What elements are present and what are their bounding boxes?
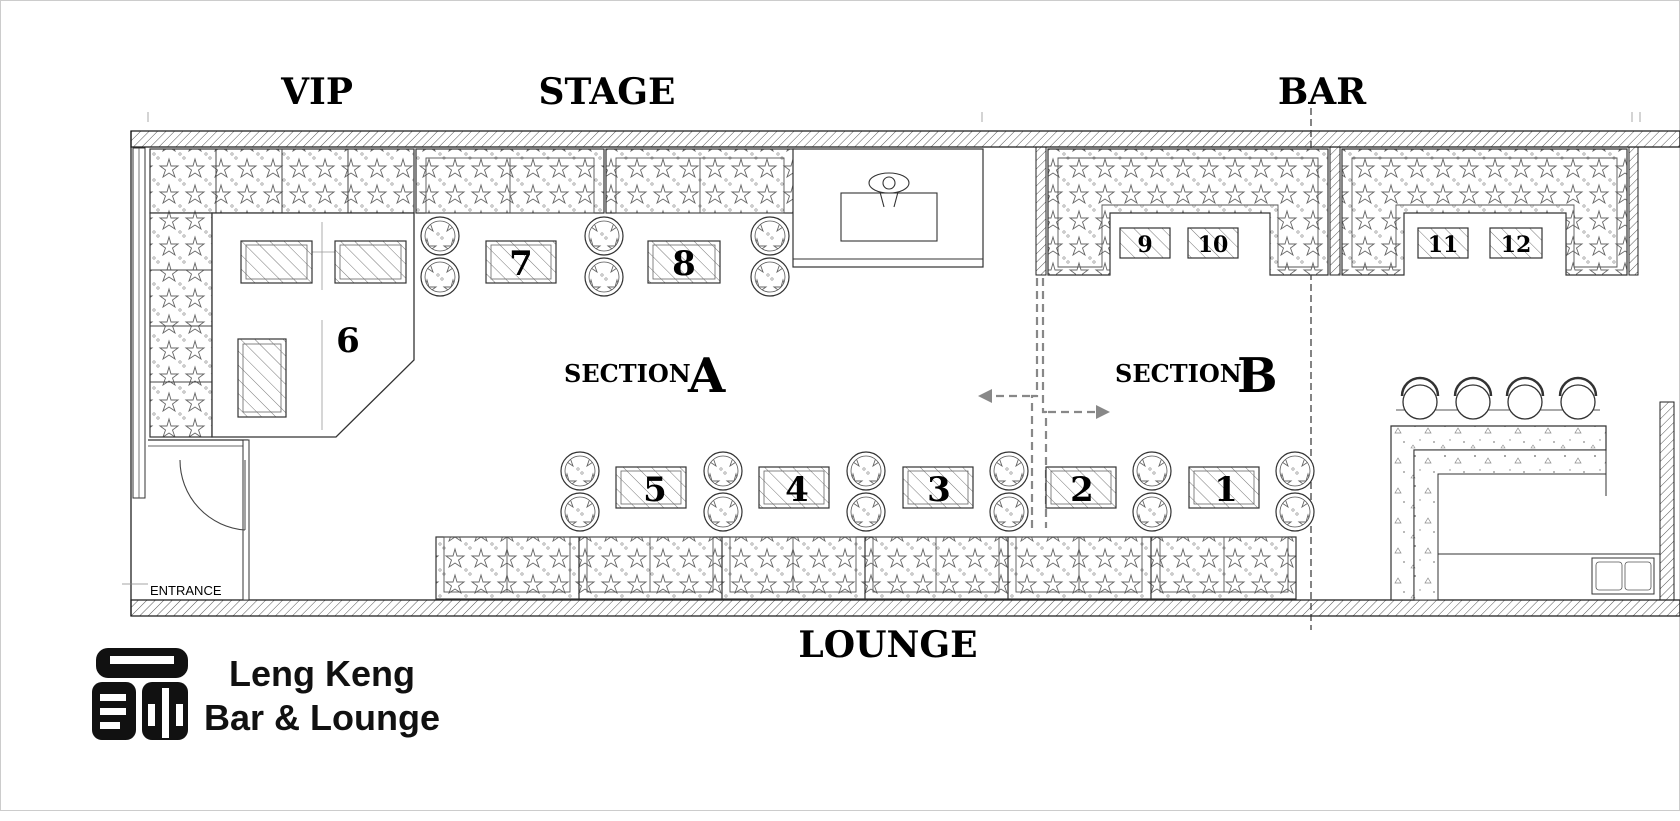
section-a-word: SECTION	[564, 359, 691, 388]
brand-line-1: Leng Keng	[229, 653, 415, 694]
table-10-number: 10	[1198, 232, 1229, 258]
brand-line-2: Bar & Lounge	[204, 697, 441, 738]
table-1-number: 1	[1214, 470, 1238, 510]
table-6-number: 6	[336, 321, 360, 361]
dimension-ticks	[147, 112, 1641, 122]
table-2-number: 2	[1070, 470, 1094, 510]
section-a-letter: A	[687, 348, 726, 404]
lounge-banquettes	[435, 536, 1297, 600]
brand-block: Leng Keng Bar & Lounge	[92, 644, 452, 744]
stage-label: STAGE	[539, 71, 676, 113]
arrow-right-icon	[1096, 405, 1110, 419]
stage-banquettes	[415, 148, 795, 214]
table-7-number: 7	[509, 244, 533, 284]
outer-walls	[130, 130, 1680, 617]
bar-counter	[1390, 409, 1660, 601]
bar-stools	[1400, 376, 1598, 420]
bar-label: BAR	[1278, 71, 1367, 113]
bar-booths	[1047, 148, 1628, 276]
brand-name: Leng Keng Bar & Lounge	[204, 652, 440, 740]
table-4-number: 4	[785, 470, 809, 510]
table-12-number: 12	[1501, 232, 1532, 258]
section-b-word: SECTION	[1115, 359, 1242, 388]
stage-front-seating	[420, 216, 790, 297]
section-b-letter: B	[1237, 348, 1278, 404]
stage-platform	[792, 148, 984, 268]
table-3-number: 3	[927, 470, 951, 510]
leng-keng-logo-icon	[92, 648, 188, 740]
arrow-left-icon	[978, 389, 992, 403]
entrance-label: ENTRANCE	[150, 583, 222, 598]
table-9-number: 9	[1137, 232, 1152, 258]
table-11-number: 11	[1428, 232, 1459, 258]
lounge-label: LOUNGE	[798, 624, 977, 666]
vip-booth	[149, 148, 415, 438]
lounge-seating	[560, 451, 1315, 532]
table-5-number: 5	[643, 470, 667, 510]
interior-partitions	[1035, 108, 1675, 630]
entrance-vestibule	[122, 439, 250, 601]
table-8-number: 8	[672, 244, 696, 284]
vip-label: VIP	[280, 71, 353, 113]
performer-icon	[868, 172, 910, 208]
